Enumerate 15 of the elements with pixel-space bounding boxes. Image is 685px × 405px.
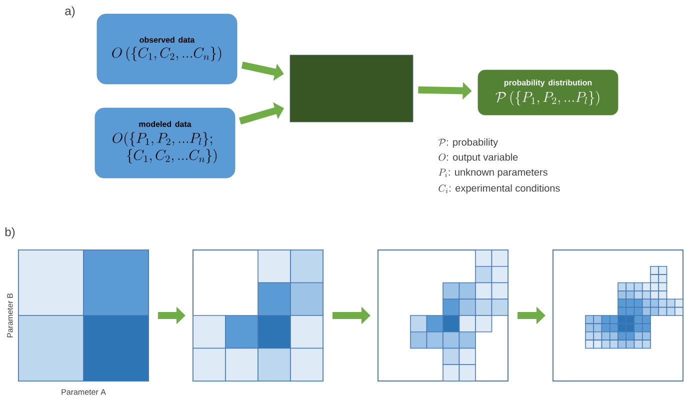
symbol-key: $\mathcal{P}\mbox{: probability}$ [438,138,498,148]
result-box: probability distribution $\mathcal{P}\left(\{P_1, P_2, ...P_l\}\right)$ [478,70,618,116]
symbol-key: $P_i\mbox{: unknown parameters}$ [438,168,548,178]
grid-drawing [378,250,508,382]
process-box [290,54,414,122]
panel-label: b) [5,227,15,239]
data-box: observed data $O\left(\{C_1, C_2, ...C_n\}\right)$ [96,14,238,84]
axis-label: Parameter A [62,389,106,395]
symbol-key: $O\mbox{: output variable}$ [438,153,518,163]
symbol-key: $C_i\mbox{: experimental conditions}$ [438,184,560,194]
panel-label: a) [65,6,75,18]
grid-drawing [18,250,149,382]
data-box: modeled data $\begin{array}{l}O(\{P_1, P_2, ...P_l\};\\ \quad\{C_1, C_2, ...C_n\})\end{array}$ [94,108,236,178]
grid-drawing [192,250,324,382]
grid-drawing [552,250,684,382]
